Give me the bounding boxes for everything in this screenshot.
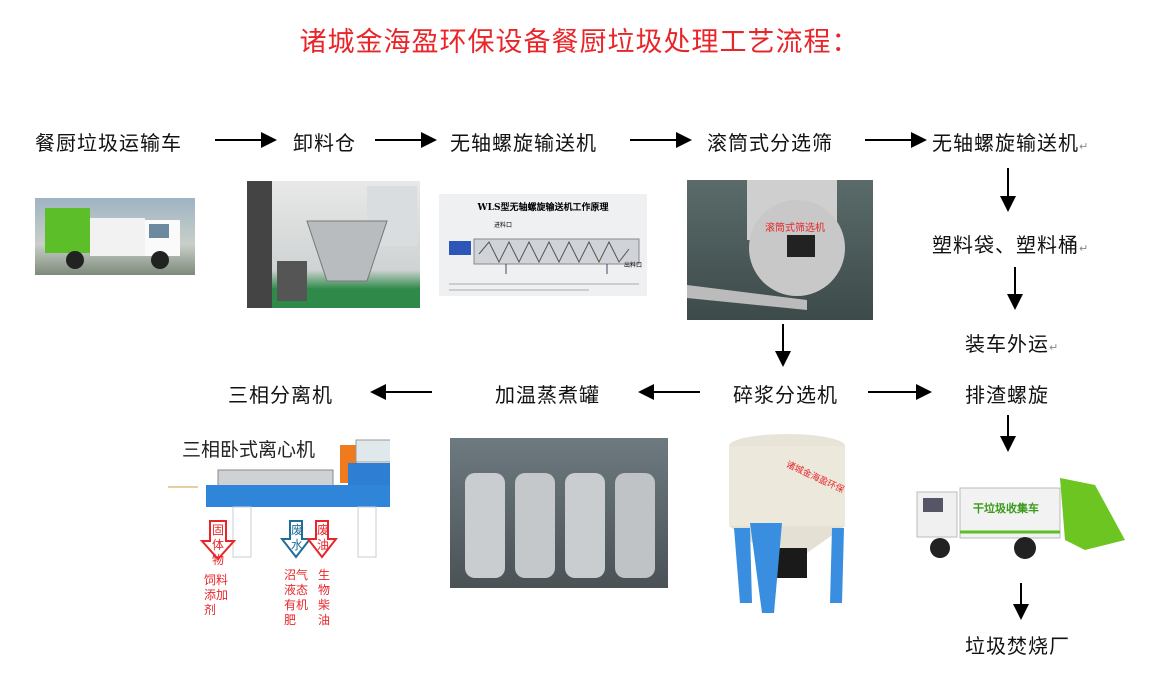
use-line: 沼气 [284, 568, 309, 582]
kitchen-waste-truck-photo [35, 198, 195, 275]
oil-use: 生物柴油 [318, 568, 331, 628]
conveyor-diagram-title: WLS型无轴螺旋输送机工作原理 [477, 203, 609, 213]
step-slag-screw: 排渣螺旋 [965, 383, 1049, 407]
step-drum-screen: 滚筒式分选筛 [707, 131, 833, 155]
centrifuge-icon [168, 439, 390, 561]
inlet-label: 进料口 [494, 222, 513, 229]
step-three-phase: 三相分离机 [228, 383, 333, 407]
drum-icon [687, 180, 845, 310]
return-mark: ↵ [1079, 140, 1090, 153]
hopper-icon [247, 181, 417, 308]
garbage-truck-label: 干垃圾收集车 [973, 502, 1039, 515]
step-ship-out: 装车外运↵ [965, 328, 1059, 357]
drum-screen-photo: 滚筒式筛选机 [687, 180, 873, 320]
drum-screen-label: 滚筒式筛选机 [765, 223, 825, 234]
use-line: 肥 [284, 613, 297, 627]
water-use: 沼气液态有机肥 [284, 568, 310, 628]
tanks-icon [465, 473, 655, 578]
step-label: 装车外运 [965, 332, 1049, 356]
use-line: 剂 [204, 603, 217, 617]
diagram-title: 诸城金海盈环保设备餐厨垃圾处理工艺流程： [299, 27, 860, 58]
garbage-truck-photo: 干垃圾收集车 [915, 470, 1130, 565]
use-line: 生物 [318, 568, 331, 597]
step-incinerator: 垃圾焚烧厂 [965, 634, 1070, 658]
three-phase-centrifuge-diagram: 三相卧式离心机 固体物 废水 废油 饲料添加剂 沼气液态有机肥 生物柴油 [168, 435, 390, 640]
step-label: 无轴螺旋输送机 [932, 131, 1079, 155]
step-shaftless-conveyor-2: 无轴螺旋输送机↵ [932, 127, 1089, 156]
use-line: 有机 [284, 598, 309, 612]
step-label: 塑料袋、塑料桶 [932, 233, 1079, 257]
garbage-truck-icon [916, 478, 1125, 559]
conveyor-principle-diagram: WLS型无轴螺旋输送机工作原理 进料口 出料口 [439, 194, 647, 296]
use-line: 添加 [204, 588, 229, 602]
solid-output-label: 固体物 [212, 523, 225, 567]
truck-icon [45, 208, 180, 269]
step-cooking-tank: 加温蒸煮罐 [495, 383, 600, 407]
return-mark: ↵ [1049, 341, 1060, 354]
use-line: 柴油 [318, 598, 331, 627]
return-mark: ↵ [1079, 242, 1090, 255]
step-pulper: 碎浆分选机 [733, 383, 838, 407]
pulper-icon [729, 434, 845, 613]
pulper-photo: 诸城金海盈环保 [722, 428, 858, 615]
screw-conveyor-icon [449, 238, 640, 291]
water-output-label: 废水 [291, 523, 304, 552]
use-line: 饲料 [204, 573, 229, 587]
outlet-label: 出料口 [624, 262, 643, 269]
oil-output-label: 废油 [317, 523, 330, 552]
step-plastic: 塑料袋、塑料桶↵ [932, 229, 1089, 258]
step-truck-in: 餐厨垃圾运输车 [35, 131, 182, 155]
use-line: 液态 [284, 583, 309, 597]
step-unload-bin: 卸料仓 [293, 131, 356, 155]
unload-bin-photo [247, 181, 420, 308]
cooking-tank-photo [450, 438, 668, 588]
centrifuge-title: 三相卧式离心机 [182, 439, 316, 461]
solid-use: 饲料添加剂 [204, 573, 230, 618]
step-shaftless-conveyor-1: 无轴螺旋输送机 [450, 131, 597, 155]
